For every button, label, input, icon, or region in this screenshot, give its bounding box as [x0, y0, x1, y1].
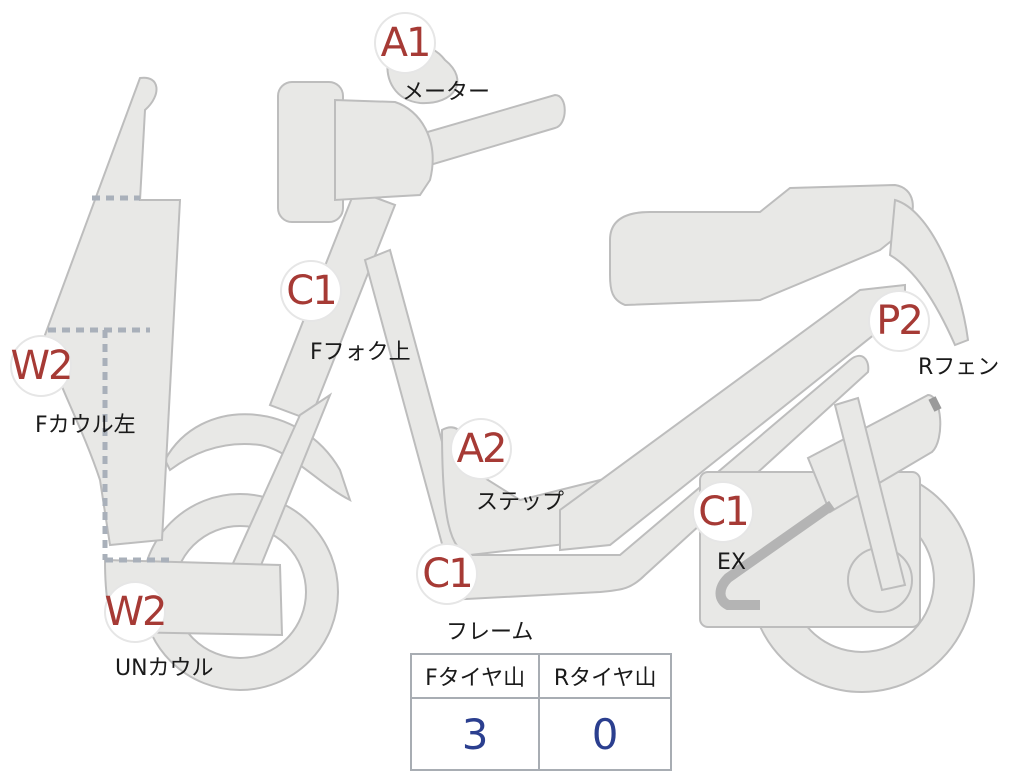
- seat: [609, 183, 914, 307]
- cowl-damage-zones: [48, 195, 170, 563]
- marker-code: W2: [11, 337, 74, 395]
- rear-tire-value: 0: [538, 697, 672, 771]
- front-fender: [163, 413, 352, 502]
- table-header-rear-tire: Rタイヤ山: [538, 653, 672, 699]
- marker-label: ステップ: [476, 490, 565, 515]
- muffler: [806, 393, 942, 514]
- table-header-front-tire: Fタイヤ山: [409, 653, 541, 699]
- marker-label: メーター: [402, 80, 491, 105]
- rear-fender: [888, 198, 970, 347]
- marker-label: EX: [717, 550, 746, 575]
- marker-code: C1: [282, 262, 340, 320]
- headlight: [277, 81, 344, 223]
- handlebar: [398, 93, 566, 170]
- marker-label: Fカウル左: [35, 413, 136, 438]
- marker-code: A2: [452, 420, 510, 478]
- marker-code: W2: [105, 583, 168, 641]
- marker-label: UNカウル: [115, 656, 214, 681]
- marker-code: C1: [418, 545, 476, 603]
- marker-code: C1: [694, 483, 752, 541]
- marker-label: Rフェン: [918, 355, 1000, 380]
- marker-code: P2: [870, 292, 928, 350]
- marker-label: Fフォク上: [310, 340, 411, 365]
- exhaust-pipe: [715, 500, 835, 610]
- front-tire-value: 3: [409, 697, 541, 771]
- front-cowl: [43, 76, 182, 547]
- marker-label: フレーム: [446, 620, 534, 645]
- marker-code: A1: [376, 14, 434, 72]
- tire-tread-table: Fタイヤ山 Rタイヤ山 3 0: [409, 653, 672, 771]
